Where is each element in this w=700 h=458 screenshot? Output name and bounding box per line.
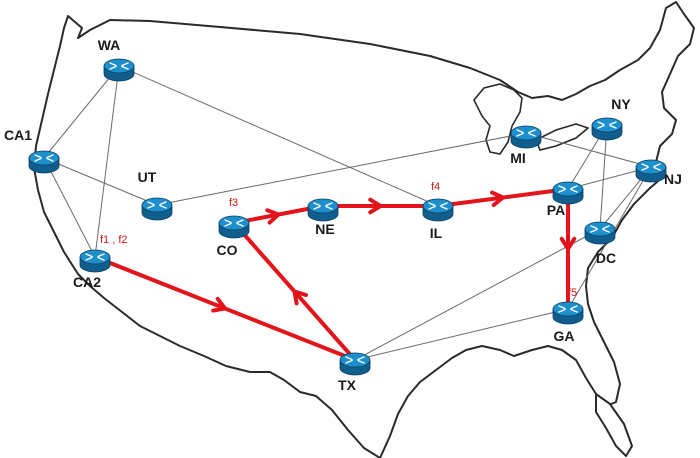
router-label-il: IL <box>430 225 443 241</box>
router-pa[interactable]: PA <box>547 181 584 218</box>
flow-arrow-ne-il <box>368 197 383 215</box>
router-label-ny: NY <box>611 96 631 112</box>
great-lakes <box>473 83 523 155</box>
us-map-outline <box>33 1 695 458</box>
router-il[interactable]: IL <box>422 198 454 241</box>
router-top <box>635 159 667 175</box>
router-icon <box>597 121 617 129</box>
router-mi[interactable]: MI <box>510 125 542 166</box>
flow-arrow-pa-ga <box>559 236 577 251</box>
router-label-nj: NJ <box>664 171 682 187</box>
link-mi-nj <box>525 132 652 168</box>
router-label-ca2: CA2 <box>73 274 101 290</box>
link-ny-dc <box>599 124 608 230</box>
router-top <box>307 198 339 214</box>
router-top <box>28 150 60 166</box>
router-tx[interactable]: TX <box>338 352 371 393</box>
router-icon <box>641 163 661 171</box>
routers: CA1 WA UT CA2 CO NE IL TX MI NY NJ PA DC GA <box>4 37 682 393</box>
router-label-ut: UT <box>138 169 157 185</box>
florida <box>595 393 633 457</box>
link-tx-dc <box>354 228 601 361</box>
router-icon <box>147 201 167 209</box>
router-icon <box>590 225 610 233</box>
router-top <box>591 117 623 133</box>
link-ca1-wa <box>43 65 120 159</box>
router-top <box>584 221 616 237</box>
router-ga[interactable]: GA <box>552 301 584 344</box>
router-icon <box>558 185 578 193</box>
flow-arrow-co-ne <box>265 208 281 225</box>
lake-erie <box>534 123 590 151</box>
router-icon <box>109 62 129 70</box>
router-label-co: CO <box>217 242 238 258</box>
router-wa[interactable]: WA <box>98 37 135 82</box>
router-ca2[interactable]: CA2 <box>73 249 111 290</box>
router-icon <box>224 219 244 227</box>
router-ut[interactable]: UT <box>138 169 173 221</box>
router-icon <box>313 202 333 210</box>
router-ne[interactable]: NE <box>307 198 339 237</box>
link-ca1-ca2 <box>43 157 96 258</box>
flow-label-co: f3 <box>229 197 238 209</box>
link-tx-ga <box>354 308 569 361</box>
router-label-pa: PA <box>547 202 565 218</box>
router-icon <box>558 305 578 313</box>
router-top <box>141 197 173 213</box>
link-wa-ca2 <box>94 65 120 258</box>
router-top <box>552 301 584 317</box>
router-icon <box>345 356 365 364</box>
router-icon <box>85 253 105 261</box>
router-label-ga: GA <box>554 328 575 344</box>
router-label-dc: DC <box>596 250 616 266</box>
flow-label-il: f4 <box>431 181 440 193</box>
router-top <box>103 58 135 74</box>
router-ny[interactable]: NY <box>591 96 631 141</box>
router-label-mi: MI <box>510 150 526 166</box>
link-wa-il <box>118 65 439 207</box>
link-ut-mi <box>156 132 527 206</box>
router-co[interactable]: CO <box>217 215 250 258</box>
us-outline <box>33 1 695 458</box>
router-ca1[interactable]: CA1 <box>4 127 60 174</box>
flow-label-ga: f5 <box>568 287 577 299</box>
flow-arrow-tx-co <box>292 289 308 306</box>
router-dc[interactable]: DC <box>584 221 616 266</box>
router-top <box>552 181 584 197</box>
flow-arrow-il-pa <box>490 190 505 208</box>
router-label-ca1: CA1 <box>4 127 32 143</box>
router-icon <box>428 202 448 210</box>
router-top <box>339 352 371 368</box>
flow-arrow-ca2-tx <box>211 296 227 313</box>
router-top <box>79 249 111 265</box>
router-top <box>422 198 454 214</box>
router-label-ne: NE <box>315 221 334 237</box>
router-icon <box>516 129 536 137</box>
router-nj[interactable]: NJ <box>635 159 682 187</box>
router-label-wa: WA <box>98 37 121 53</box>
link-ca1-ut <box>43 157 158 206</box>
router-label-tx: TX <box>338 377 357 393</box>
flow-label-ca2: f1 , f2 <box>100 234 128 246</box>
router-icon <box>34 154 54 162</box>
router-top <box>510 125 542 141</box>
router-top <box>218 215 250 231</box>
